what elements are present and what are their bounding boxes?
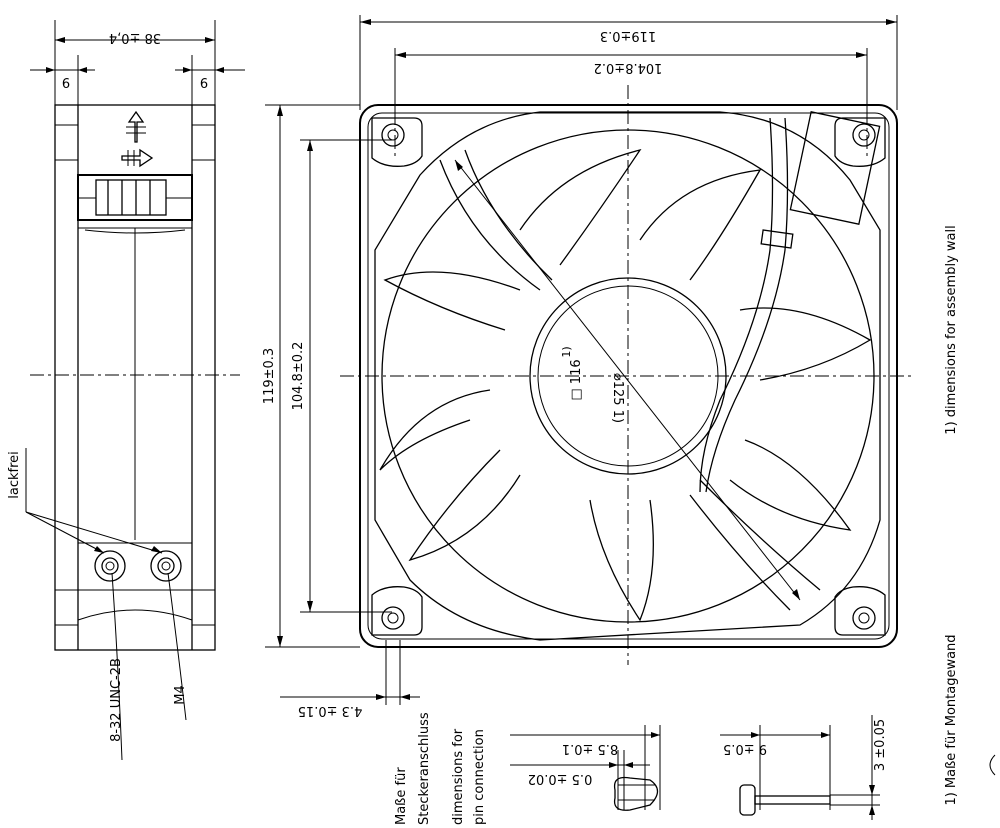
fan-blades: [379, 148, 872, 622]
dim-pin-width: 0.5 ±0.02: [528, 771, 593, 786]
label-lackfrei: lackfrei: [7, 451, 22, 499]
connector-housing: [77, 174, 193, 221]
dim-hole-spacing-left: 104.8±0.2: [291, 342, 306, 411]
dim-pin2-length: 9 ±0.5: [723, 741, 767, 756]
pin-connection-dims: 4.3 ±0.15 Maße für Steckeranschluss dime…: [280, 640, 888, 825]
dim-flange-right: 9: [200, 74, 208, 89]
note-de: 1) Maße für Montagewand: [944, 634, 959, 805]
dim-height-left: 119±0.3: [262, 348, 277, 404]
dim-pin2-height: 3 ±0.05: [873, 719, 888, 771]
label-thread: 8-32 UNC-2B: [109, 658, 124, 742]
dim-depth: 38 ±0,4: [109, 30, 161, 45]
rotation-arrow-icon: [121, 148, 154, 168]
label-m4: M4: [173, 685, 188, 705]
dim-flange-left: 9: [62, 74, 70, 89]
label-diameter: ⌀125 1): [610, 373, 625, 423]
label-square-note: 1): [560, 346, 573, 357]
label-square: □ 116: [569, 359, 584, 400]
dim-width-top: 119±0.3: [600, 28, 656, 43]
label-en-line2: pin connection: [472, 729, 487, 825]
side-view: 38 ±0,4 9 9: [7, 20, 245, 761]
label-de-line2: Steckeranschluss: [417, 712, 432, 825]
screw-boss-right: [150, 550, 182, 582]
screw-boss-left: [94, 550, 126, 582]
label-de-line1: Maße für: [394, 767, 409, 825]
front-view: 119±0.3 104.8±0.2 119±0.3 104.8±0.2: [262, 15, 915, 665]
pin-outline: [613, 776, 659, 811]
label-en-line1: dimensions for: [451, 728, 466, 825]
note-en: 1) dimensions for assembly wall: [944, 225, 959, 434]
airflow-arrow-icon: [127, 110, 145, 143]
dim-pin-offset: 4.3 ±0.15: [298, 703, 363, 718]
fan-cable: [699, 117, 774, 493]
dim-hole-spacing-top: 104.8±0.2: [594, 60, 663, 75]
cable-clip: [789, 111, 881, 225]
dim-pin-length: 8.5 ±0.1: [562, 741, 618, 756]
